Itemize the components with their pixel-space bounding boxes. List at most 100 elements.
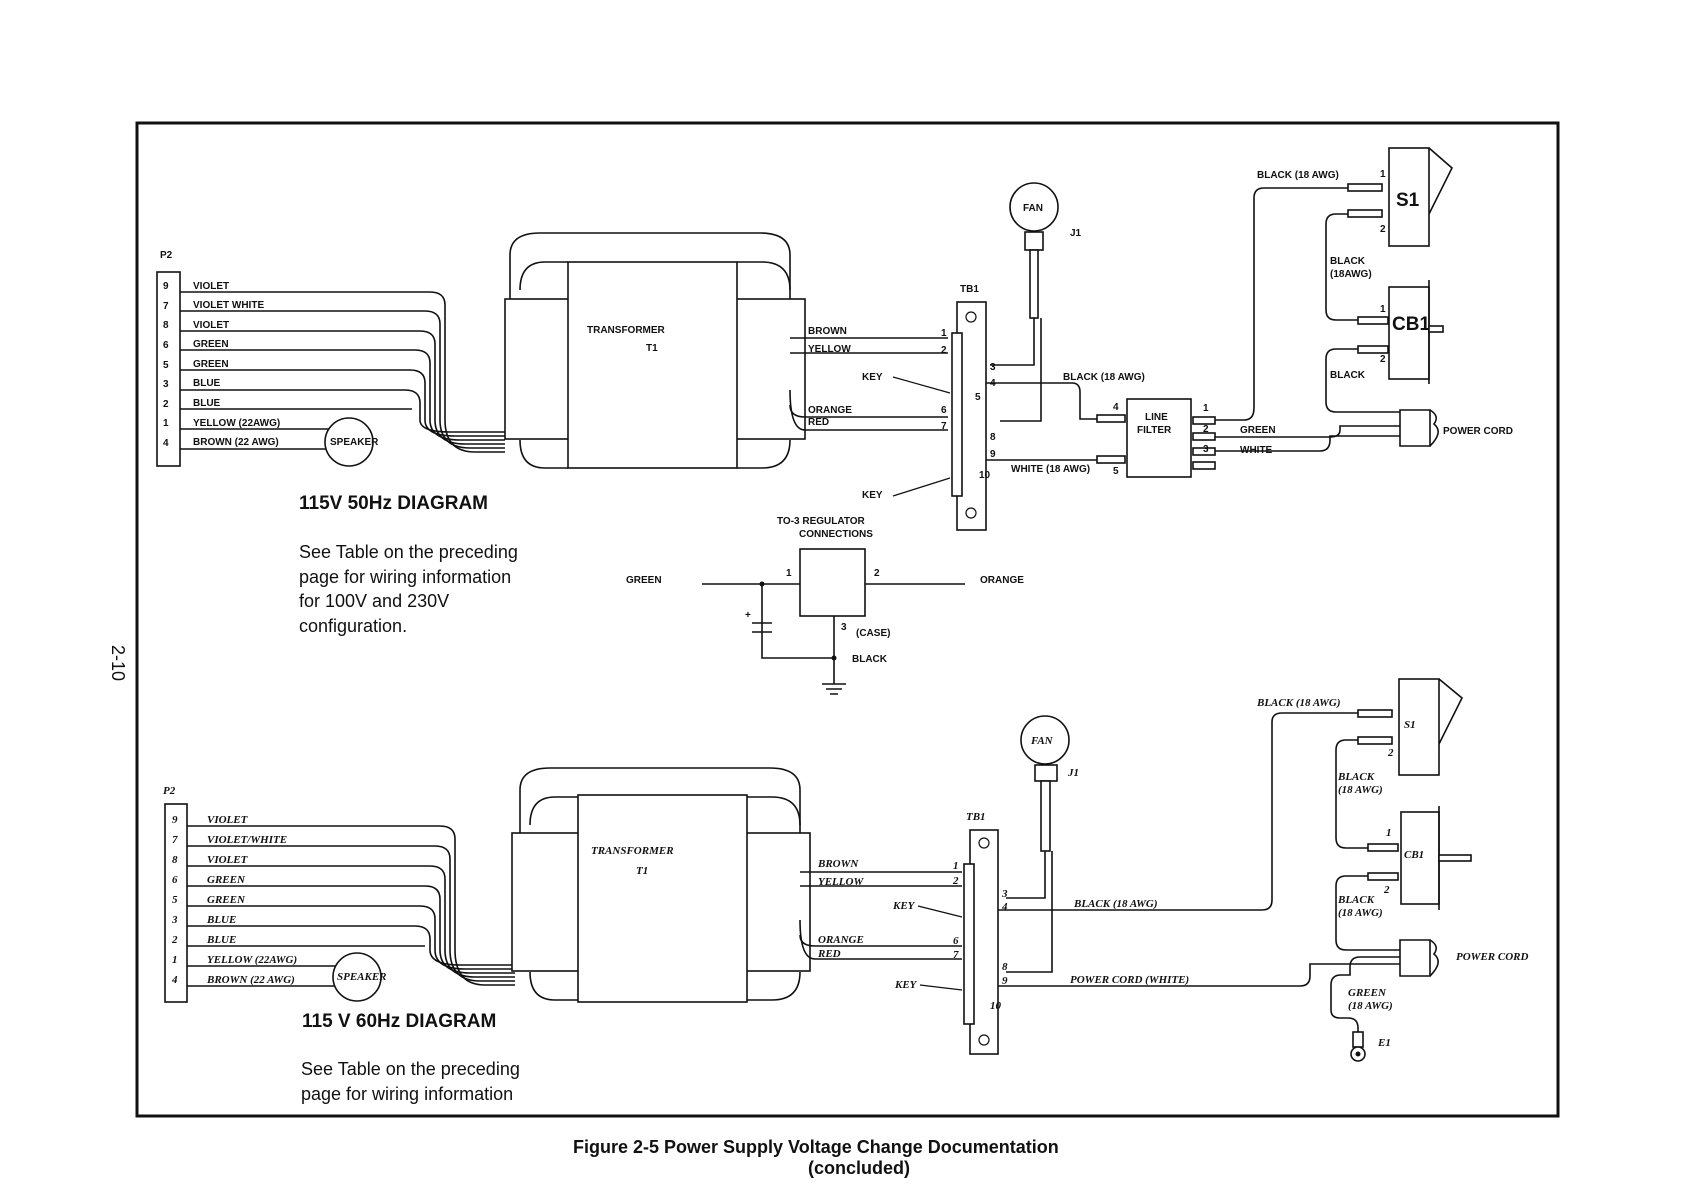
p2-wire-labels: VIOLET VIOLET/WHITE VIOLET GREEN GREEN B…	[206, 814, 297, 986]
switch-s1: S1 1 2	[1347, 147, 1453, 247]
pin-number: 6	[172, 874, 178, 886]
line-filter: LINE FILTER 4 5 1 2 3	[1096, 398, 1216, 478]
line-filter-label: FILTER	[1137, 425, 1172, 436]
fan-symbol	[1020, 715, 1070, 765]
connector-label-p2: P2	[163, 785, 176, 797]
top-note-line: page for wiring information	[299, 567, 511, 587]
tb1-label: TB1	[966, 811, 986, 823]
fan-ref: J1	[1070, 228, 1082, 239]
speaker-symbol	[324, 417, 374, 467]
top-note-line: for 100V and 230V	[299, 591, 449, 611]
wire-black-18-between: (18 AWG)	[1338, 784, 1383, 796]
tb-wire-label: ORANGE	[818, 934, 864, 946]
pin-number: 5	[172, 894, 178, 906]
wire-label: VIOLET	[207, 814, 249, 826]
tb-term: 8	[1002, 961, 1008, 973]
connector-label-p2: P2	[160, 250, 173, 261]
wire-green-18: GREEN	[1348, 987, 1387, 999]
top-diagram-title: 115V 50Hz DIAGRAM	[299, 493, 488, 514]
cb1-term: 1	[1386, 827, 1392, 839]
connector-p2	[164, 803, 188, 1003]
key-label: KEY	[894, 979, 918, 991]
diagram-115v-60hz: P2 9 7 8 6 5 3 2 1 4 VIOLET VIOLET/WHITE	[163, 678, 1528, 1104]
power-cord-label: POWER CORD	[1443, 426, 1513, 437]
transformer-ref: T1	[636, 865, 648, 877]
breaker-cb1: CB1 1 2	[1367, 806, 1472, 910]
pin-number: 3	[171, 914, 178, 926]
switch-s1: S1 2	[1357, 678, 1464, 776]
tb-term: 1	[953, 860, 959, 872]
lf-term: 5	[1113, 466, 1119, 477]
regulator-pin: 2	[874, 568, 880, 579]
tb-term: 7	[941, 421, 947, 432]
cb1-term: 1	[1380, 304, 1386, 315]
fan-ref: J1	[1067, 767, 1079, 779]
wire-power-cord-white: POWER CORD (WHITE)	[1070, 974, 1189, 986]
power-cord-bottom: POWER CORD	[1399, 939, 1528, 977]
p2-pins: 9 7 8 6 5 3 2 1 4	[171, 814, 178, 986]
to3-regulator: TO-3 REGULATOR CONNECTIONS GREEN ORANGE …	[626, 516, 1024, 695]
s1-label: S1	[1404, 719, 1416, 731]
wire-black-18: BLACK (18 AWG)	[1073, 898, 1158, 910]
s1-label: S1	[1396, 190, 1420, 211]
bottom-diagram-title: 115 V 60Hz DIAGRAM	[302, 1011, 496, 1032]
tb-term: 9	[990, 449, 996, 460]
p2-pins: 9 7 8 6 5 3 2 1 4	[163, 281, 169, 449]
wire-white: WHITE	[1240, 445, 1273, 456]
lf-term: 4	[1113, 402, 1119, 413]
diagram-frame	[135, 121, 1560, 1118]
s1-term: 2	[1387, 747, 1394, 759]
bottom-note-line: See Table on the preceding	[301, 1059, 520, 1079]
cb1-label: CB1	[1392, 314, 1430, 335]
p2-wire-bundle	[187, 825, 515, 987]
pin-number: 1	[172, 954, 178, 966]
pin-number: 8	[172, 854, 178, 866]
tb-wire-label: ORANGE	[808, 405, 852, 416]
s1-term: 2	[1380, 224, 1386, 235]
tb-term: 6	[941, 405, 947, 416]
s1-term: 1	[1380, 169, 1386, 180]
p2-wire-labels: VIOLET VIOLET WHITE VIOLET GREEN GREEN B…	[193, 281, 280, 448]
wire-black-18: BLACK (18 AWG)	[1063, 372, 1145, 383]
pin-number: 4	[171, 974, 178, 986]
wire-black-18-s1: BLACK (18 AWG)	[1257, 170, 1339, 181]
transformer-ref: T1	[646, 343, 658, 354]
wire-label: BLUE	[206, 914, 236, 926]
regulator-green: GREEN	[626, 575, 662, 586]
tb-term: 1	[941, 328, 947, 339]
wire-black-18-between: (18AWG)	[1330, 269, 1372, 280]
wire-label: GREEN	[207, 894, 246, 906]
pin-number: 3	[163, 379, 169, 390]
wire-green: GREEN	[1240, 425, 1276, 436]
wire-label: VIOLET/WHITE	[207, 834, 287, 846]
e1-label: E1	[1377, 1037, 1391, 1049]
wire-label: GREEN	[193, 359, 229, 370]
tb-term: 6	[953, 935, 959, 947]
speaker-label: SPEAKER	[330, 437, 379, 448]
cb1-term: 2	[1380, 354, 1386, 365]
wire-black-18-between: BLACK	[1337, 771, 1375, 783]
tb-wire-label: BROWN	[808, 326, 847, 337]
pin-number: 2	[163, 399, 169, 410]
diagram-115v-50hz: P2 9 7 8 6 5 3 2 1 4 VIOLET VIOLET WHIT	[156, 147, 1513, 695]
cb1-label: CB1	[1404, 849, 1424, 861]
figure-caption: Figure 2-5 Power Supply Voltage Change D…	[573, 1137, 1059, 1157]
wire-black-18-cb: BLACK	[1337, 894, 1375, 906]
wire-label: VIOLET	[193, 281, 229, 292]
wire-black-18-s1: BLACK (18 AWG)	[1256, 697, 1341, 709]
wire-label: BROWN (22 AWG)	[193, 437, 279, 448]
regulator-orange: ORANGE	[980, 575, 1024, 586]
fan-label: FAN	[1023, 203, 1043, 214]
tb-term: 3	[1001, 888, 1008, 900]
pin-number: 7	[172, 834, 178, 846]
key-label: KEY	[892, 900, 916, 912]
pin-number: 2	[171, 934, 178, 946]
lf-term: 3	[1203, 444, 1209, 455]
tb-term: 8	[990, 432, 996, 443]
lf-term: 2	[1203, 424, 1209, 435]
wire-label: GREEN	[207, 874, 246, 886]
regulator-title: TO-3 REGULATOR	[777, 516, 866, 527]
speaker-symbol	[332, 952, 382, 1002]
fan-label: FAN	[1030, 735, 1054, 747]
